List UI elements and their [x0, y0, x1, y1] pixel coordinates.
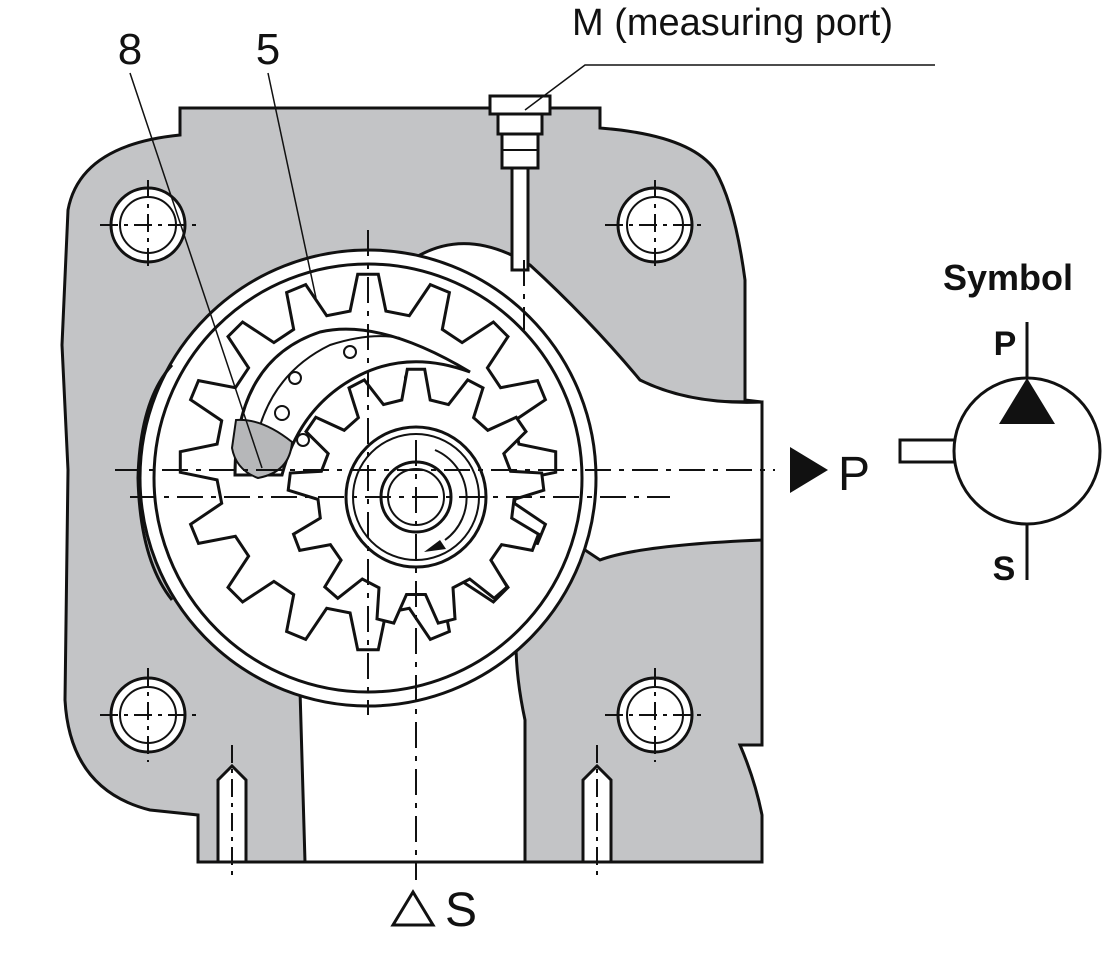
bolt-hole-bottom-right	[605, 668, 705, 762]
symbol-drive-shaft	[898, 438, 960, 464]
crescent-pin-3	[274, 405, 290, 421]
suction-port-label: S	[445, 884, 477, 937]
crescent-pin-4	[296, 433, 310, 447]
symbol-port-s-label: S	[993, 550, 1016, 588]
suction-arrow-icon	[390, 889, 436, 927]
measuring-port-label: M (measuring port)	[572, 2, 893, 44]
dowel-pin-right	[581, 745, 613, 880]
crescent-filler-piece	[233, 327, 471, 477]
sealing-piece	[230, 418, 294, 480]
rotation-arrow	[434, 449, 468, 541]
hydraulic-pump-symbol: Symbol P S	[898, 257, 1102, 588]
pressure-port-label: P	[838, 448, 870, 501]
leader-line-measuring-port	[524, 64, 935, 111]
crescent-pin-1	[288, 371, 302, 385]
symbol-flow-triangle-icon	[999, 378, 1055, 424]
center-lines	[115, 230, 775, 880]
bolt-hole-top-left	[100, 180, 196, 272]
part-8-label: 8	[118, 25, 142, 74]
part-5-label: 5	[256, 25, 280, 74]
leader-line-8	[129, 72, 263, 469]
leader-line-5	[267, 72, 317, 299]
rotation-arrowhead-icon	[424, 540, 446, 552]
measuring-drill	[510, 158, 530, 272]
symbol-title: Symbol	[943, 257, 1073, 298]
crescent-pin-2	[343, 345, 357, 359]
bolt-hole-bottom-left	[100, 668, 196, 762]
dowel-pin-left	[216, 745, 248, 880]
chamber-left-step	[136, 363, 174, 601]
bolt-hole-top-right	[605, 180, 705, 272]
symbol-port-p-label: P	[994, 325, 1017, 363]
pressure-arrow-icon	[790, 447, 828, 493]
measuring-port-plug	[488, 94, 552, 170]
